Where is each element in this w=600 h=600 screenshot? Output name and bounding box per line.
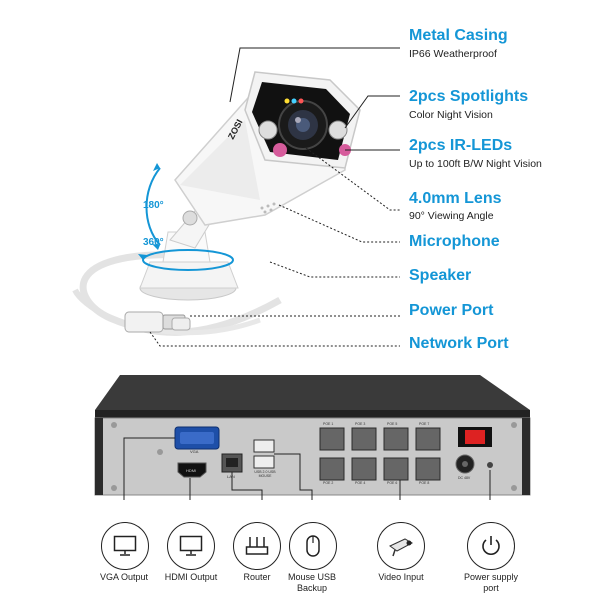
port-label-video-input: Video Input xyxy=(378,572,424,582)
rotation-180-label: 180° xyxy=(143,200,164,211)
camera-illustration: ZOSI xyxy=(72,47,400,347)
video-input-circle xyxy=(377,522,425,570)
dc-jack xyxy=(455,454,493,474)
nvr-illustration xyxy=(94,375,531,500)
feature-title-metal-casing: Metal Casing xyxy=(409,27,508,44)
poe-ports xyxy=(319,427,441,481)
router-icon xyxy=(245,537,269,555)
rotation-360-label: 360° xyxy=(143,237,164,248)
lan-port xyxy=(221,453,243,473)
vga-port xyxy=(174,426,220,450)
hdmi-port xyxy=(177,462,207,478)
feature-title-power-port: Power Port xyxy=(409,302,494,319)
monitor-icon xyxy=(179,535,203,556)
mouse-usb-circle xyxy=(289,522,337,570)
port-label-router: Router xyxy=(243,572,271,582)
usb-ports xyxy=(253,439,275,469)
feature-title-lens: 4.0mm Lens xyxy=(409,190,502,207)
feature-title-microphone: Microphone xyxy=(409,233,500,250)
port-label-power-supply: Power supply port xyxy=(463,572,519,593)
vga-output-circle xyxy=(101,522,149,570)
feature-subtitle-ir-leds: Up to 100ft B/W Night Vision xyxy=(409,158,542,170)
feature-title-ir-leds: 2pcs IR-LEDs xyxy=(409,137,513,154)
mouse-icon xyxy=(306,535,320,557)
feature-subtitle-spotlights: Color Night Vision xyxy=(409,109,493,121)
hdmi-output-circle xyxy=(167,522,215,570)
power-icon xyxy=(482,536,500,555)
camera-icon xyxy=(389,538,414,557)
feature-subtitle-lens: 90° Viewing Angle xyxy=(409,210,494,222)
feature-title-network-port: Network Port xyxy=(409,335,509,352)
feature-title-spotlights: 2pcs Spotlights xyxy=(409,88,529,105)
power-switch xyxy=(458,427,492,447)
feature-subtitle-metal-casing: IP66 Weatherproof xyxy=(409,48,497,60)
monitor-icon xyxy=(113,535,137,556)
power-connector xyxy=(171,317,191,331)
port-label-mouse-usb: Mouse USB Backup xyxy=(287,572,337,593)
port-label-vga-output: VGA Output xyxy=(99,572,149,582)
router-circle xyxy=(233,522,281,570)
port-label-hdmi-output: HDMI Output xyxy=(164,572,218,582)
power-supply-circle xyxy=(467,522,515,570)
feature-title-speaker: Speaker xyxy=(409,267,472,284)
